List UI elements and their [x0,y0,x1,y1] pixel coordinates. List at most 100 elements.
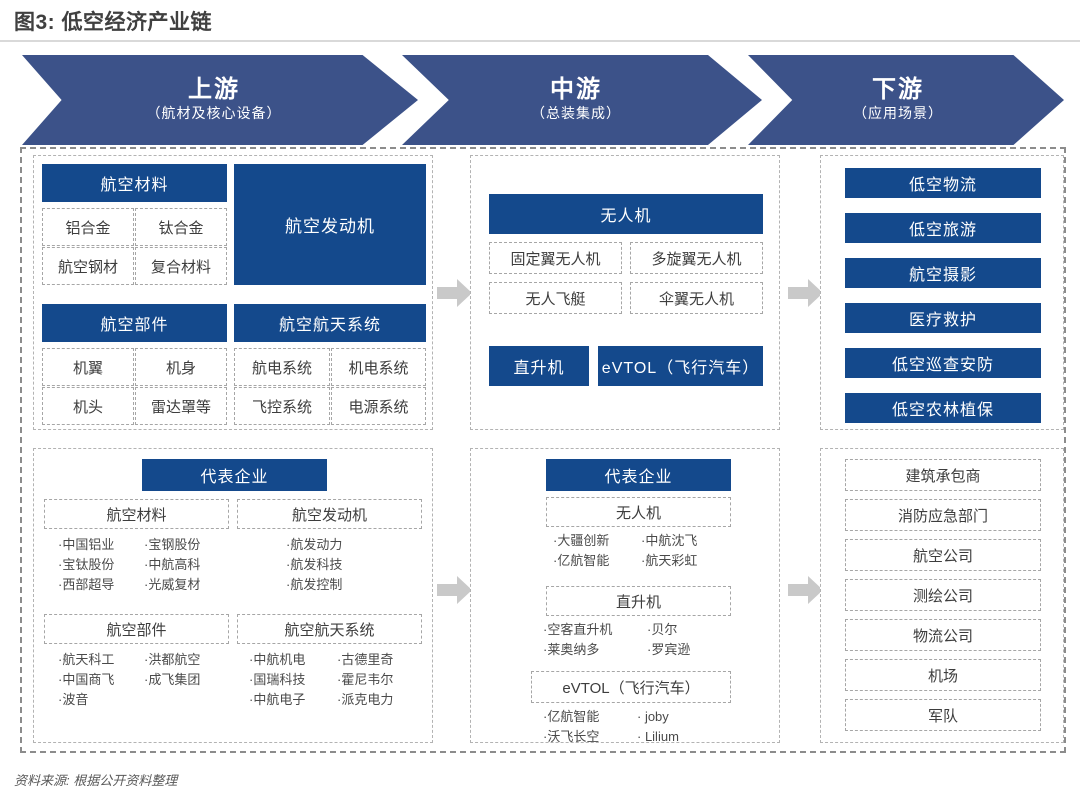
company-item: ·派克电力 [337,692,394,708]
source-note: 资料来源: 根据公开资料整理 [14,773,178,788]
midstream-group-2-list: ·亿航智能 ·沃飞长空 · joby · Lilium [543,707,743,747]
company-item: ·航天科工 [58,652,115,667]
banner-midstream: 中游 （总装集成） [402,55,762,145]
midstream-companies-header: 代表企业 [546,459,731,491]
midstream-uav-3: 伞翼无人机 [630,282,763,314]
banner-upstream-title: 上游 [188,75,240,103]
flow-arrow-upstream-midstream-top [437,278,473,308]
midstream-group-0-title: 无人机 [546,497,731,527]
company-item: ·霍尼韦尔 [337,672,394,688]
diagram-outer-frame [20,147,1066,753]
midstream-evtol-box: eVTOL（飞行汽车） [598,346,763,386]
upstream-aero-1: 机电系统 [331,348,426,386]
midstream-uav-header: 无人机 [489,194,763,234]
downstream-customer-5: 机场 [845,659,1041,691]
downstream-customer-3: 测绘公司 [845,579,1041,611]
midstream-group-0-list: ·大疆创新 ·亿航智能 ·中航沈飞 ·航天彩虹 [553,531,743,571]
company-item: ·中航机电 [249,652,306,667]
company-item: ·沃飞长空 [543,729,600,745]
downstream-scenario-4: 低空巡查安防 [845,348,1041,378]
company-item: ·中国商飞 [58,672,115,688]
banner-downstream-subtitle: （应用场景） [853,105,943,122]
downstream-scenario-2: 航空摄影 [845,258,1041,288]
upstream-group-3-list: ·中航机电 ·国瑞科技 ·中航电子 ·古德里奇 ·霍尼韦尔 ·派克电力 [249,650,429,710]
banner-midstream-title: 中游 [550,75,602,103]
company-item: ·贝尔 [647,622,678,637]
upstream-group-2-title: 航空部件 [44,614,229,644]
banner-midstream-subtitle: （总装集成） [531,105,621,122]
company-item: ·宝钢股份 [144,537,201,552]
downstream-customer-2: 航空公司 [845,539,1041,571]
company-item: ·成飞集团 [144,672,201,688]
upstream-part-2: 机头 [42,387,134,425]
company-item: ·罗宾逊 [647,642,691,658]
upstream-material-3: 复合材料 [135,247,227,285]
company-item: ·宝钛股份 [58,557,115,573]
flow-arrow-upstream-midstream-bottom [437,575,473,605]
upstream-group-0-title: 航空材料 [44,499,229,529]
upstream-material-1: 钛合金 [135,208,227,246]
company-item: ·光威复材 [144,577,201,593]
downstream-customer-4: 物流公司 [845,619,1041,651]
company-item: ·航发科技 [286,557,343,573]
upstream-group-1-list: ·航发动力 ·航发科技 ·航发控制 [286,535,426,595]
banner-upstream-subtitle: （航材及核心设备） [146,105,282,122]
stage-banners: 上游 （航材及核心设备） 中游 （总装集成） 下游 （应用场景） [22,55,1064,145]
midstream-companies-panel: 代表企业 无人机 ·大疆创新 ·亿航智能 ·中航沈飞 ·航天彩虹 直升机 ·空客… [470,448,780,744]
company-item: ·洪都航空 [144,652,201,667]
midstream-products-panel: 无人机 固定翼无人机 多旋翼无人机 无人飞艇 伞翼无人机 直升机 eVTOL（飞… [470,155,780,430]
company-item: ·西部超导 [58,577,115,593]
company-item: · Lilium [637,729,679,745]
upstream-group-3-title: 航空航天系统 [237,614,422,644]
company-item: ·航发控制 [286,577,343,593]
flow-arrow-midstream-downstream-bottom [788,575,824,605]
downstream-customer-6: 军队 [845,699,1041,731]
upstream-materials-header: 航空材料 [42,164,227,202]
downstream-scenarios-panel: 低空物流 低空旅游 航空摄影 医疗救护 低空巡查安防 低空农林植保 [820,155,1064,430]
company-item: ·古德里奇 [337,652,394,667]
upstream-companies-panel: 代表企业 航空材料 航空发动机 ·中国铝业 ·宝钛股份 ·西部超导 ·宝钢股份 … [33,448,433,743]
upstream-companies-header: 代表企业 [142,459,327,491]
upstream-group-2-list: ·航天科工 ·中国商飞 ·波音 ·洪都航空 ·成飞集团 [58,650,233,710]
upstream-aero-0: 航电系统 [234,348,330,386]
upstream-material-2: 航空钢材 [42,247,134,285]
banner-downstream-title: 下游 [872,75,924,103]
company-item: ·亿航智能 [553,553,610,569]
company-item: ·空客直升机 [543,622,613,637]
upstream-products-panel: 航空材料 铝合金 钛合金 航空钢材 复合材料 航空发动机 航空部件 航空航天系统… [33,155,433,430]
midstream-helicopter-box: 直升机 [489,346,589,386]
upstream-part-1: 机身 [135,348,227,386]
company-item: · joby [637,709,669,724]
page-title: 图3: 低空经济产业链 [14,11,213,34]
upstream-aerospace-header: 航空航天系统 [234,304,426,342]
downstream-scenario-3: 医疗救护 [845,303,1041,333]
company-item: ·莱奥纳多 [543,642,600,658]
company-item: ·亿航智能 [543,709,600,724]
upstream-aero-2: 飞控系统 [234,387,330,425]
company-item: ·国瑞科技 [249,672,306,688]
upstream-engine-header: 航空发动机 [234,164,426,285]
downstream-scenario-0: 低空物流 [845,168,1041,198]
upstream-part-0: 机翼 [42,348,134,386]
midstream-uav-0: 固定翼无人机 [489,242,622,274]
banner-downstream: 下游 （应用场景） [748,55,1064,145]
company-item: ·中航高科 [144,557,201,573]
upstream-parts-header: 航空部件 [42,304,227,342]
company-item: ·中航电子 [249,692,306,708]
company-item: ·大疆创新 [553,533,610,548]
upstream-aero-3: 电源系统 [331,387,426,425]
banner-upstream: 上游 （航材及核心设备） [22,55,418,145]
downstream-scenario-1: 低空旅游 [845,213,1041,243]
downstream-scenario-5: 低空农林植保 [845,393,1041,423]
company-item: ·航发动力 [286,537,343,552]
upstream-group-1-title: 航空发动机 [237,499,422,529]
upstream-material-0: 铝合金 [42,208,134,246]
company-item: ·中航沈飞 [641,533,698,548]
downstream-customer-1: 消防应急部门 [845,499,1041,531]
company-item: ·航天彩虹 [641,553,698,569]
company-item: ·中国铝业 [58,537,115,552]
company-item: ·波音 [58,692,89,708]
midstream-group-1-title: 直升机 [546,586,731,616]
downstream-customer-0: 建筑承包商 [845,459,1041,491]
flow-arrow-midstream-downstream-top [788,278,824,308]
